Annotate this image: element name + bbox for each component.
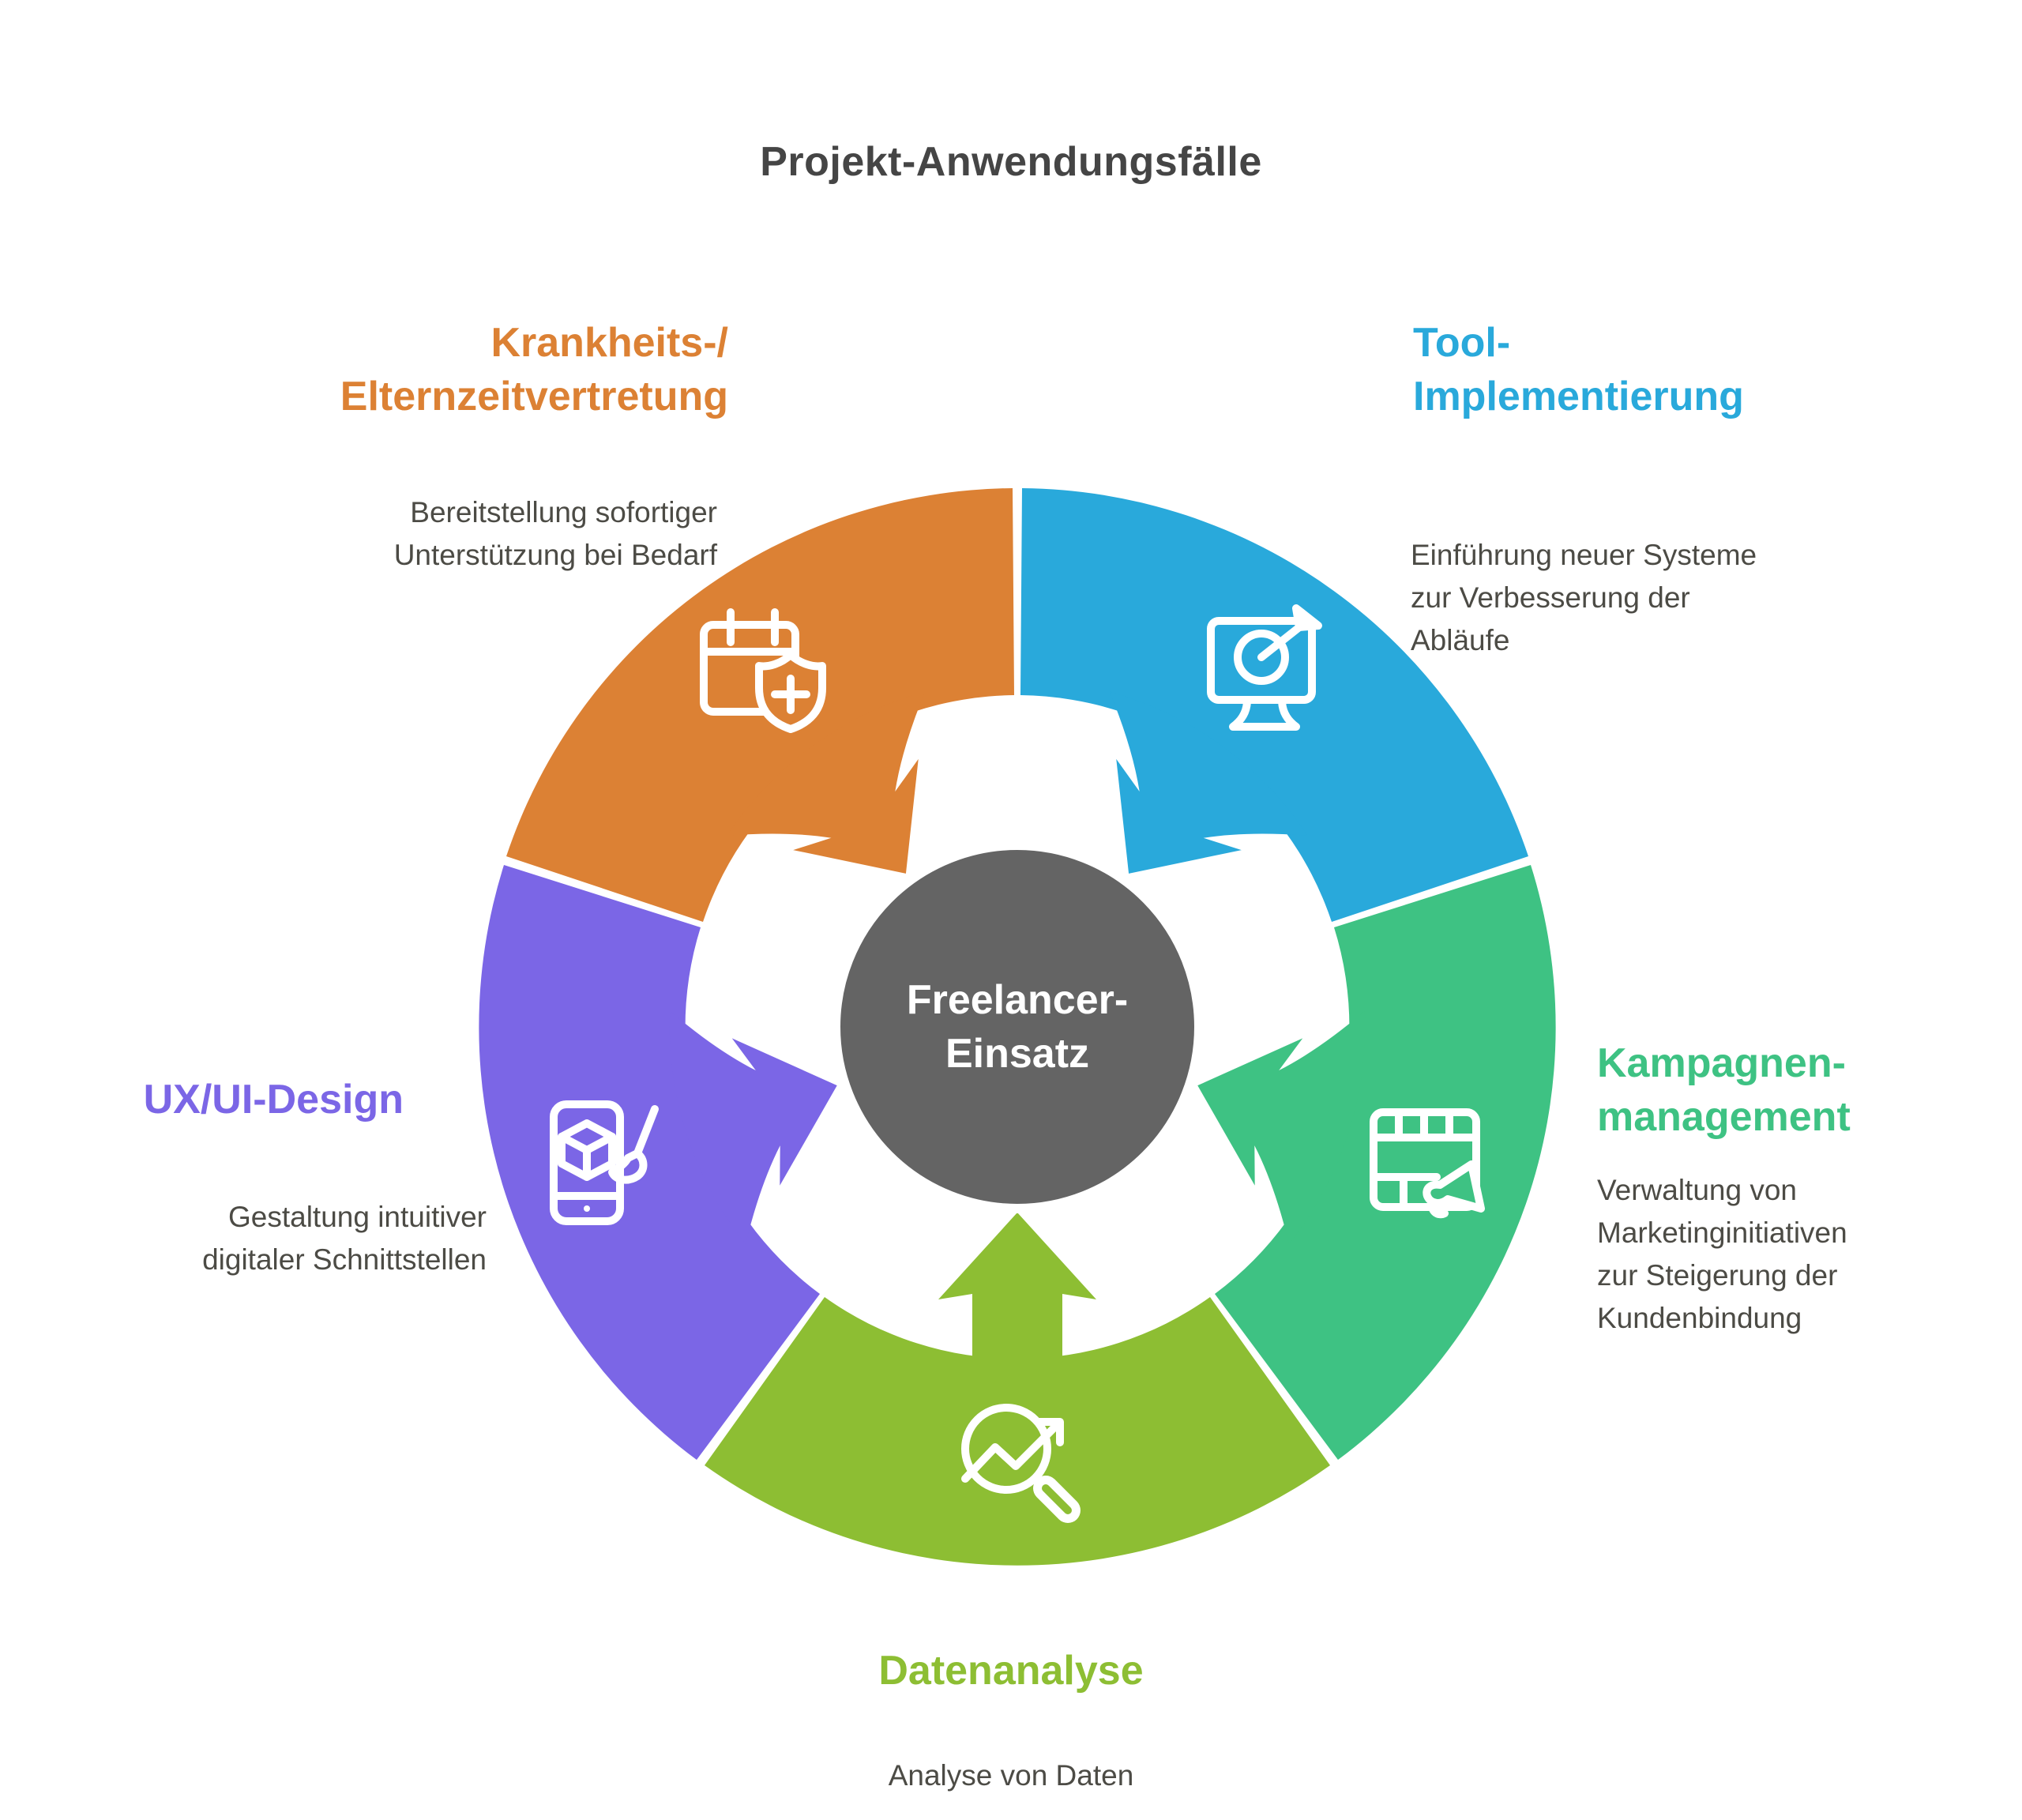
segment-description-krankheit: Bereitstellung sofortiger Unterstützung … [393,496,717,571]
segment-arc-kampagnen [1215,865,1556,1460]
calendar-shield-plus-icon [700,608,826,733]
segment-description-daten: Analyse von Daten [888,1759,1134,1792]
segment-label-ux: UX/UI-Design [143,1077,404,1122]
magnifier-trend-icon [961,1404,1081,1523]
segment-ring [479,488,1556,1566]
smartphone-cube-brush-icon [550,1100,659,1225]
segment-description-tool: Einführung neuer Systeme zur Verbesserun… [1411,539,1757,656]
segment-arc-tool [1020,488,1528,922]
segment-label-daten: Datenanalyse [878,1648,1144,1694]
board-megaphone-icon [1370,1108,1485,1219]
segment-description-ux: Gestaltung intuitiver digitaler Schnitts… [202,1201,487,1276]
segment-label-kampagnen: Kampagnen- management [1597,1040,1851,1140]
monitor-target-icon [1207,604,1322,731]
segment-label-tool: Tool- Implementierung [1413,320,1744,419]
center-label: Freelancer- Einsatz [906,977,1129,1077]
center-circle [831,840,1204,1213]
segment-arc-daten [705,1297,1330,1566]
segment-arc-ux [479,865,820,1460]
segment-description-kampagnen: Verwaltung von Marketinginitiativen zur … [1597,1174,1847,1334]
segment-label-krankheit: Krankheits-/ Elternzeitvertretung [340,320,728,419]
page-title: Projekt-Anwendungsfälle [760,139,1262,185]
